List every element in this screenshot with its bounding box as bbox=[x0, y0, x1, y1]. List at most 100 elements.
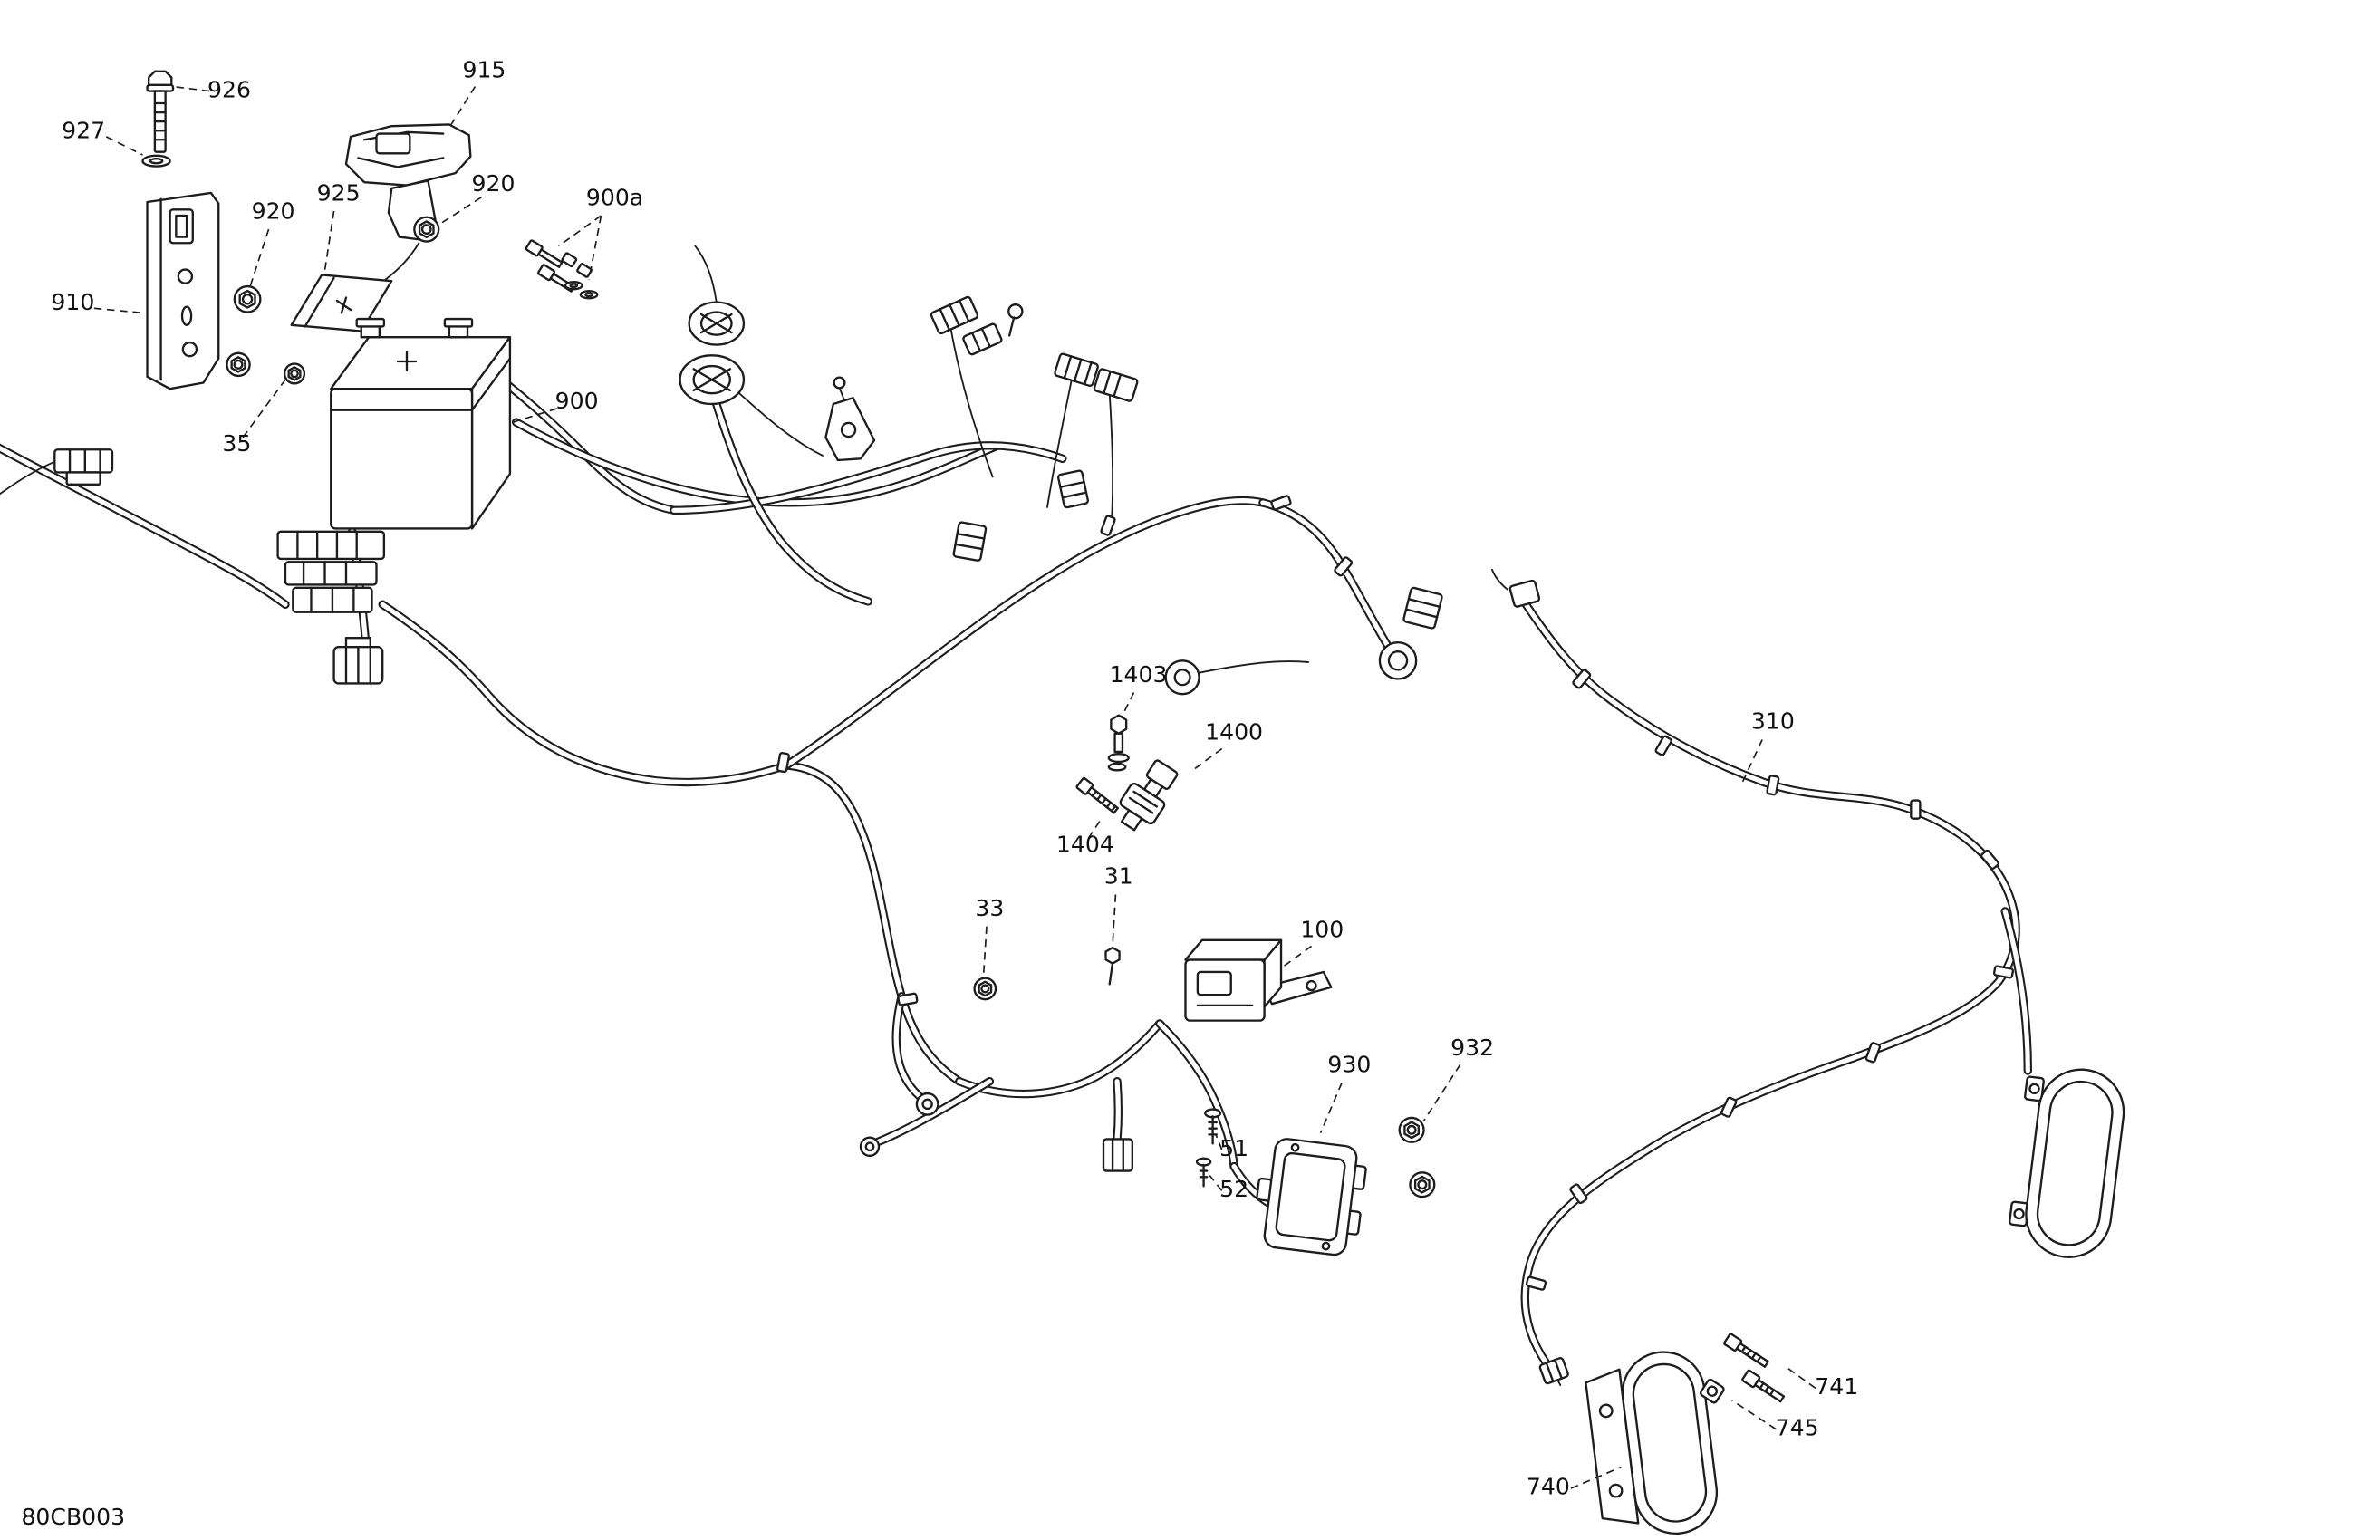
connector-bottom-light bbox=[1538, 1357, 1569, 1385]
screw-52 bbox=[1195, 1157, 1212, 1188]
callout-label-925: 925 bbox=[317, 179, 361, 206]
callout-label-920-right: 920 bbox=[472, 170, 516, 197]
callout-label-920-left: 920 bbox=[252, 197, 295, 224]
callout-910: 910 bbox=[51, 289, 143, 315]
callout-label-926: 926 bbox=[207, 76, 251, 102]
callout-745: 745 bbox=[1731, 1400, 1819, 1440]
callout-900: 900 bbox=[513, 388, 599, 423]
callout-932: 932 bbox=[1422, 1035, 1494, 1121]
callout-label-35: 35 bbox=[222, 430, 251, 457]
callout-920-left: 920 bbox=[249, 197, 295, 286]
harness-clips bbox=[776, 495, 2015, 1291]
callout-label-1403: 1403 bbox=[1110, 661, 1168, 688]
hardware-900a bbox=[525, 239, 599, 300]
nut-932-b bbox=[1409, 1171, 1436, 1198]
callout-label-915: 915 bbox=[462, 56, 506, 82]
callout-label-100: 100 bbox=[1300, 916, 1344, 942]
connector-left-edge bbox=[53, 448, 114, 486]
drawing-code: 80CB003 bbox=[21, 1504, 125, 1530]
bracket-mid bbox=[824, 376, 876, 462]
callout-100: 100 bbox=[1283, 916, 1344, 967]
callout-label-745: 745 bbox=[1776, 1414, 1819, 1440]
terminal-cover-915 bbox=[344, 123, 472, 242]
callout-label-1400: 1400 bbox=[1205, 718, 1263, 745]
bolt-741-a bbox=[1723, 1333, 1769, 1368]
callout-926: 926 bbox=[172, 76, 251, 102]
bolt-1403 bbox=[1107, 714, 1130, 772]
callout-900a: 900a bbox=[558, 184, 643, 280]
callout-51: 51 bbox=[1215, 1134, 1248, 1161]
bolt-741-b bbox=[1741, 1369, 1786, 1403]
nut-35-b bbox=[283, 362, 306, 385]
battery-900 bbox=[330, 317, 512, 530]
connector-battery-lead bbox=[332, 636, 384, 685]
callout-label-310: 310 bbox=[1751, 708, 1795, 735]
callout-33: 33 bbox=[975, 895, 1004, 976]
callout-930: 930 bbox=[1319, 1052, 1371, 1134]
callout-1404: 1404 bbox=[1056, 819, 1114, 858]
callout-35: 35 bbox=[222, 379, 286, 457]
harness-tubes bbox=[0, 359, 2028, 1364]
nut-920-right bbox=[413, 216, 440, 243]
bracket-910 bbox=[146, 191, 220, 390]
callout-label-740: 740 bbox=[1527, 1474, 1570, 1500]
callout-label-932: 932 bbox=[1450, 1035, 1494, 1061]
callout-label-51: 51 bbox=[1219, 1135, 1248, 1161]
nut-932-a bbox=[1398, 1116, 1425, 1143]
connector-drop bbox=[1102, 1138, 1134, 1172]
callout-915: 915 bbox=[448, 56, 506, 129]
screw-31 bbox=[1104, 946, 1121, 986]
callout-740: 740 bbox=[1527, 1466, 1622, 1500]
callout-label-52: 52 bbox=[1219, 1176, 1248, 1202]
connector-plug-right bbox=[1402, 586, 1443, 630]
callout-label-31: 31 bbox=[1104, 863, 1133, 890]
connector-310-start bbox=[1490, 568, 1541, 608]
screw-1404 bbox=[1075, 776, 1119, 814]
module-930 bbox=[1256, 1138, 1367, 1256]
connector-round-right bbox=[1378, 640, 1418, 680]
nut-33 bbox=[973, 977, 997, 1001]
washer-927 bbox=[141, 154, 171, 168]
sensor-1400 bbox=[1119, 759, 1179, 832]
nut-920-left bbox=[233, 284, 262, 313]
ring-terminal-a bbox=[915, 1092, 939, 1116]
callout-label-33: 33 bbox=[975, 895, 1004, 921]
bolt-926 bbox=[146, 70, 175, 153]
taillight-right bbox=[2009, 1068, 2125, 1258]
callout-920-right: 920 bbox=[438, 170, 516, 226]
callouts: 926 927 915 920 925 920 900a 910 bbox=[51, 56, 1858, 1499]
callout-label-927: 927 bbox=[62, 118, 105, 144]
taillight-740 bbox=[1585, 1351, 1719, 1535]
nut-35-a bbox=[226, 351, 251, 378]
callout-927: 927 bbox=[62, 118, 143, 156]
callout-741: 741 bbox=[1787, 1367, 1858, 1400]
connector-round-mid bbox=[1164, 659, 1200, 696]
connector-plugs-top bbox=[930, 295, 1139, 402]
callout-31: 31 bbox=[1104, 863, 1133, 945]
callout-1400: 1400 bbox=[1192, 718, 1263, 771]
ring-terminal-b bbox=[859, 1136, 881, 1158]
battery-terminal-neg bbox=[355, 317, 386, 339]
bolt-small-top bbox=[1007, 303, 1024, 337]
round-connector-cluster bbox=[679, 301, 746, 406]
connector-mid-a bbox=[952, 521, 988, 562]
callout-310: 310 bbox=[1741, 708, 1795, 783]
callout-label-1404: 1404 bbox=[1056, 832, 1114, 858]
callout-label-900a: 900a bbox=[586, 184, 643, 210]
connector-block bbox=[276, 530, 386, 613]
callout-1403: 1403 bbox=[1110, 661, 1168, 717]
battery-terminal-pos bbox=[443, 317, 474, 339]
callout-label-900: 900 bbox=[555, 388, 599, 414]
callout-label-910: 910 bbox=[51, 289, 94, 315]
callout-label-741: 741 bbox=[1815, 1373, 1858, 1400]
module-100 bbox=[1184, 938, 1333, 1022]
callout-925: 925 bbox=[317, 179, 361, 271]
callout-label-930: 930 bbox=[1327, 1052, 1371, 1078]
callout-52: 52 bbox=[1209, 1175, 1248, 1202]
connector-mid-b bbox=[1057, 469, 1089, 509]
nut-745 bbox=[1700, 1378, 1725, 1404]
bracket-925 bbox=[290, 274, 393, 332]
harness-wires-thin bbox=[0, 242, 1562, 1386]
